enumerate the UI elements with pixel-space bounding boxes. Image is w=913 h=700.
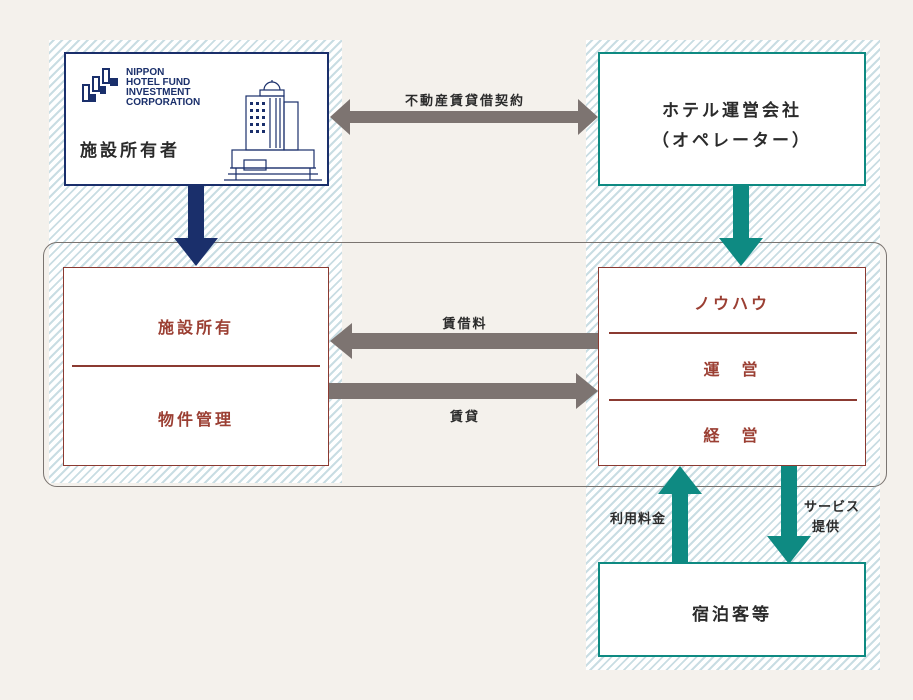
hotel-building-icon	[224, 80, 322, 181]
operator-title-line1: ホテル運営会社	[662, 101, 802, 121]
lease-arrow-right	[329, 373, 598, 409]
rent-arrow-left	[330, 323, 598, 359]
contract-label: 不動産賃貸借契約	[404, 94, 525, 109]
logo-text-line1: NIPPON	[126, 67, 165, 78]
operator-functions-divider-2	[609, 399, 857, 401]
contract-double-arrow	[330, 99, 598, 135]
relationship-region	[43, 242, 887, 487]
service-label-line1: サービス	[804, 500, 861, 515]
management-label: 経 営	[703, 426, 761, 445]
lease-label: 賃貸	[449, 410, 480, 425]
fee-label: 利用料金	[609, 512, 666, 527]
owner-functions-box: 施設所有 物件管理	[63, 267, 329, 466]
logo-text-line4: CORPORATION	[126, 97, 201, 108]
service-down-arrow	[767, 466, 811, 564]
operator-down-arrow	[719, 186, 763, 266]
fee-up-arrow	[658, 466, 702, 562]
service-label-line2: 提供	[812, 520, 841, 535]
owner-box: NIPPON HOTEL FUND INVESTMENT CORPORATION…	[64, 52, 329, 186]
owner-title: 施設所有者	[80, 141, 180, 161]
operation-label: 運 営	[703, 360, 761, 379]
facility-ownership-label: 施設所有	[157, 318, 234, 337]
logo-text-line3: INVESTMENT	[126, 87, 191, 98]
nhf-logo-mark-icon	[82, 68, 118, 102]
operator-box: ホテル運営会社 （オペレーター）	[598, 52, 866, 186]
guests-box: 宿泊客等	[598, 562, 866, 657]
operator-functions-divider-1	[609, 332, 857, 334]
property-management-label: 物件管理	[157, 410, 234, 429]
owner-functions-divider	[72, 365, 320, 367]
knowhow-label: ノウハウ	[693, 294, 770, 313]
guests-label: 宿泊客等	[692, 605, 772, 625]
operator-title-line2: （オペレーター）	[652, 131, 812, 151]
owner-down-arrow	[174, 186, 218, 266]
logo-text-line2: HOTEL FUND	[126, 77, 191, 88]
operator-functions-box: ノウハウ 運 営 経 営	[598, 267, 866, 466]
rent-label: 賃借料	[442, 317, 488, 332]
